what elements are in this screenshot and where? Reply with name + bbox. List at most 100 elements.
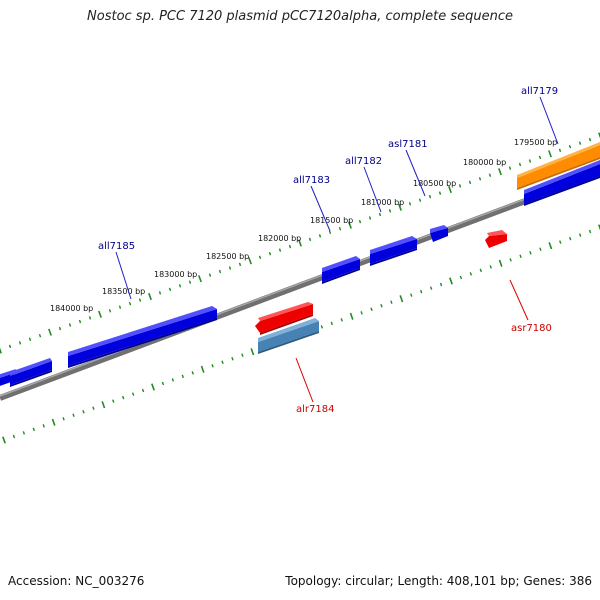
outer-track-minor-tick: [88, 316, 92, 320]
leader-asl7181: [405, 149, 426, 197]
inner-track-minor-tick: [82, 409, 85, 414]
ruler-label-180500: 180500 bp: [413, 179, 456, 188]
outer-track-minor-tick: [368, 216, 372, 220]
ruler-label-179500: 179500 bp: [514, 138, 557, 147]
ruler-label-184000: 184000 bp: [50, 304, 93, 313]
outer-track-minor-tick: [388, 209, 392, 213]
outer-track-major-tick: [48, 328, 52, 336]
outer-track-minor-tick: [568, 144, 572, 149]
gene-label-all7179[interactable]: all7179: [521, 86, 558, 97]
inner-track-minor-tick: [112, 399, 115, 403]
gene-asr7180-block[interactable]: [485, 230, 507, 248]
outer-track-minor-tick: [528, 159, 532, 163]
gene-label-alr7184[interactable]: alr7184: [296, 404, 334, 415]
inner-track-minor-tick: [519, 254, 522, 259]
genome-backbone: [0, 170, 600, 401]
inner-track-major-tick: [51, 418, 56, 426]
outer-track-major-tick: [598, 132, 600, 139]
outer-track-minor-tick: [208, 273, 212, 277]
outer-track-major-tick: [148, 292, 152, 301]
outer-track-minor-tick: [328, 230, 332, 235]
inner-track-major-tick: [399, 295, 404, 303]
inner-track-minor-tick: [141, 388, 145, 393]
gene-all7183-block[interactable]: [322, 256, 360, 284]
outer-track-minor-tick: [168, 287, 172, 292]
gene-label-asr7180[interactable]: asr7180: [511, 323, 552, 334]
gene-label-all7183[interactable]: all7183: [293, 175, 330, 186]
outer-track-minor-tick: [308, 237, 312, 242]
outer-tick-track: [0, 132, 600, 354]
topology-summary: Topology: circular; Length: 408,101 bp; …: [285, 574, 592, 588]
gene-asl7181-block[interactable]: [430, 225, 448, 242]
inner-track-major-tick: [101, 401, 106, 409]
inner-track-minor-tick: [509, 258, 512, 262]
ruler-label-181500: 181500 bp: [310, 216, 353, 225]
outer-track-minor-tick: [38, 333, 42, 338]
gene-label-asl7181[interactable]: asl7181: [388, 139, 428, 150]
outer-track-minor-tick: [538, 155, 542, 160]
outer-track-minor-tick: [358, 219, 362, 224]
outer-track-minor-tick: [8, 344, 12, 349]
ruler-label-183000: 183000 bp: [154, 270, 197, 279]
gene-all7179-orange-block[interactable]: [517, 142, 600, 190]
outer-track-minor-tick: [428, 194, 432, 199]
inner-track-minor-tick: [370, 307, 373, 312]
genome-backbone-highlight: [0, 170, 600, 397]
inner-track-minor-tick: [539, 247, 542, 251]
outer-track-major-tick: [298, 239, 302, 247]
inner-track-major-tick: [449, 277, 453, 285]
outer-track-minor-tick: [178, 284, 182, 288]
inner-track-minor-tick: [171, 378, 175, 382]
gene-block-left-small[interactable]: [10, 358, 52, 387]
inner-track-minor-tick: [131, 392, 135, 396]
outer-track-minor-tick: [258, 255, 262, 260]
inner-track-minor-tick: [489, 265, 492, 269]
ruler-label-182000: 182000 bp: [258, 234, 301, 243]
inner-track-minor-tick: [42, 424, 45, 428]
inner-track-minor-tick: [22, 431, 26, 435]
inner-track-minor-tick: [320, 325, 324, 329]
gene-alr7184-red-block[interactable]: [255, 302, 313, 335]
gene-all7182-block[interactable]: [370, 236, 417, 266]
inner-track-minor-tick: [161, 381, 165, 386]
inner-track-minor-tick: [340, 318, 343, 322]
inner-track-minor-tick: [420, 289, 423, 294]
outer-track-minor-tick: [228, 266, 232, 270]
leader-asr7180: [509, 279, 529, 321]
leader-all7185: [115, 251, 132, 300]
inner-track-major-tick: [200, 365, 205, 373]
ruler-label-181000: 181000 bp: [361, 198, 404, 207]
gene-label-all7182[interactable]: all7182: [345, 156, 382, 167]
map-title: Nostoc sp. PCC 7120 plasmid pCC7120alpha…: [87, 9, 513, 24]
leader-all7179: [539, 96, 559, 145]
outer-track-minor-tick: [188, 280, 192, 284]
outer-track-minor-tick: [278, 248, 282, 252]
outer-track-minor-tick: [78, 319, 82, 324]
outer-track-minor-tick: [218, 269, 222, 274]
gene-alr7184-steel-block[interactable]: [258, 318, 319, 354]
outer-track-minor-tick: [268, 251, 272, 256]
inner-track-minor-tick: [469, 272, 473, 276]
leader-alr7184: [295, 357, 314, 403]
outer-track-minor-tick: [408, 202, 412, 206]
inner-track-minor-tick: [62, 417, 65, 421]
outer-track-minor-tick: [518, 162, 522, 167]
inner-track-minor-tick: [12, 434, 16, 439]
outer-track-major-tick: [498, 168, 502, 176]
gene-label-all7185[interactable]: all7185: [98, 241, 135, 252]
outer-track-major-tick: [348, 221, 352, 229]
inner-track-major-tick: [598, 224, 600, 231]
gene-all7185-block[interactable]: [68, 306, 217, 368]
ruler-label-180000: 180000 bp: [463, 158, 506, 167]
gene-all7179-block[interactable]: [524, 160, 600, 206]
inner-track-minor-tick: [559, 240, 562, 244]
outer-track-major-tick: [248, 257, 252, 265]
outer-track-minor-tick: [58, 326, 62, 331]
outer-track-minor-tick: [558, 148, 562, 153]
outer-track-minor-tick: [458, 184, 462, 188]
outer-track-minor-tick: [128, 301, 132, 306]
outer-track-minor-tick: [438, 191, 442, 195]
inner-track-minor-tick: [578, 233, 582, 237]
inner-track-major-tick: [2, 436, 6, 444]
outer-track-minor-tick: [488, 173, 492, 177]
